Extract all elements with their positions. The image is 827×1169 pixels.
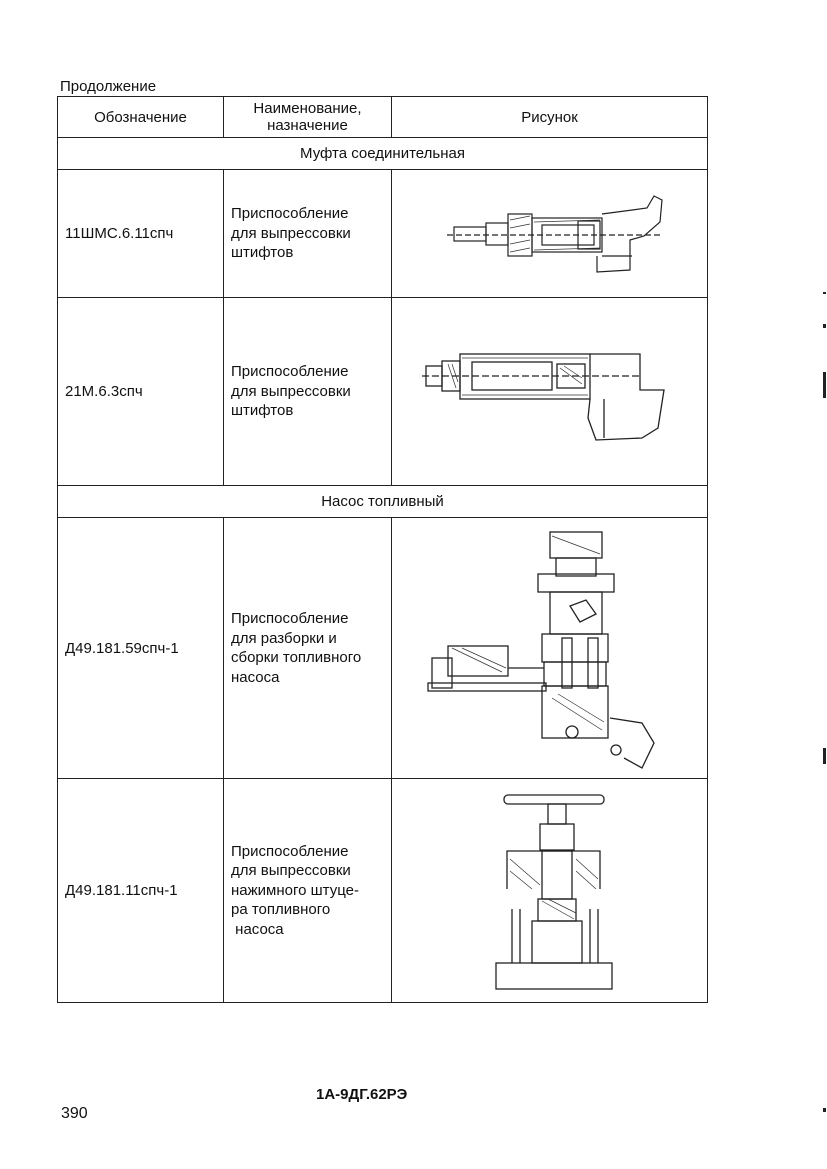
- figure-cell: [391, 517, 708, 779]
- figure-cell: [391, 297, 708, 486]
- fitting-press-tool-drawing: [495, 794, 613, 990]
- section-row: Муфта соединительная: [57, 137, 708, 170]
- scan-edge-mark: [823, 748, 826, 764]
- row-name-line: для выпрессовки: [231, 224, 351, 242]
- document-id: 1А-9ДГ.62РЭ: [316, 1086, 408, 1103]
- row-name: Приспособление для выпрессовки штифтов: [223, 297, 392, 486]
- scan-edge-mark: [823, 292, 826, 294]
- row-name-line: Приспособление: [231, 610, 349, 627]
- row-name-line: сборки топливного: [231, 649, 362, 666]
- section-row: Насос топливный: [57, 485, 708, 518]
- scan-edge-mark: [823, 1108, 826, 1112]
- row-name-line: нажимного штуце-: [231, 881, 359, 899]
- table-row: Д49.181.11спч-1 Приспособление для выпре…: [57, 778, 708, 1003]
- row-name-line: насоса: [231, 668, 280, 686]
- section-title: Насос топливный: [57, 485, 708, 518]
- row-name-line: для выпрессовки: [231, 382, 351, 400]
- row-code: Д49.181.11спч-1: [57, 778, 224, 1003]
- row-name: Приспособление для разборки и сборки топ…: [223, 517, 392, 779]
- table-header-row: Обозначение Наименование, назначение Рис…: [57, 96, 708, 138]
- row-code: Д49.181.59спч-1: [57, 517, 224, 779]
- row-name: Приспособление для выпрессовки нажимного…: [223, 778, 392, 1003]
- row-name-line: штифтов: [231, 402, 294, 420]
- fuel-pump-assembly-tool-drawing: [427, 531, 655, 769]
- pin-press-tool-drawing: [422, 353, 665, 441]
- page-number: 390: [61, 1105, 88, 1122]
- row-name-line: для разборки и: [231, 629, 337, 647]
- row-name: Приспособление для выпрессовки штифтов: [223, 169, 392, 298]
- scan-edge-mark: [823, 324, 826, 328]
- scan-edge-mark: [823, 372, 826, 398]
- header-name-line1: Наименование,: [253, 100, 362, 117]
- figure-cell: [391, 169, 708, 298]
- table-caption: Продолжение: [60, 78, 157, 95]
- row-code: 11ШМС.6.11спч: [57, 169, 224, 298]
- header-designation: Обозначение: [57, 96, 224, 138]
- section-title: Муфта соединительная: [57, 137, 708, 170]
- row-name-line: для выпрессовки: [231, 862, 351, 880]
- table-row: Д49.181.59спч-1 Приспособление для разбо…: [57, 517, 708, 779]
- row-name-line: штифтов: [231, 244, 294, 262]
- figure-cell: [391, 778, 708, 1003]
- header-name-line2: назначение: [267, 117, 348, 134]
- row-name-line: насоса: [231, 920, 284, 938]
- pin-press-tool-drawing: [447, 195, 663, 273]
- table-row: 11ШМС.6.11спч Приспособление для выпресс…: [57, 169, 708, 298]
- row-code: 21М.6.3спч: [57, 297, 224, 486]
- row-name-line: Приспособление: [231, 205, 349, 223]
- header-name: Наименование, назначение: [223, 96, 392, 138]
- header-figure: Рисунок: [391, 96, 708, 138]
- tooling-table: Обозначение Наименование, назначение Рис…: [57, 96, 708, 1003]
- row-name-line: ра топливного: [231, 901, 331, 919]
- row-name-line: Приспособление: [231, 842, 349, 860]
- row-name-line: Приспособление: [231, 363, 349, 381]
- table-row: 21М.6.3спч Приспособление для выпрессовк…: [57, 297, 708, 486]
